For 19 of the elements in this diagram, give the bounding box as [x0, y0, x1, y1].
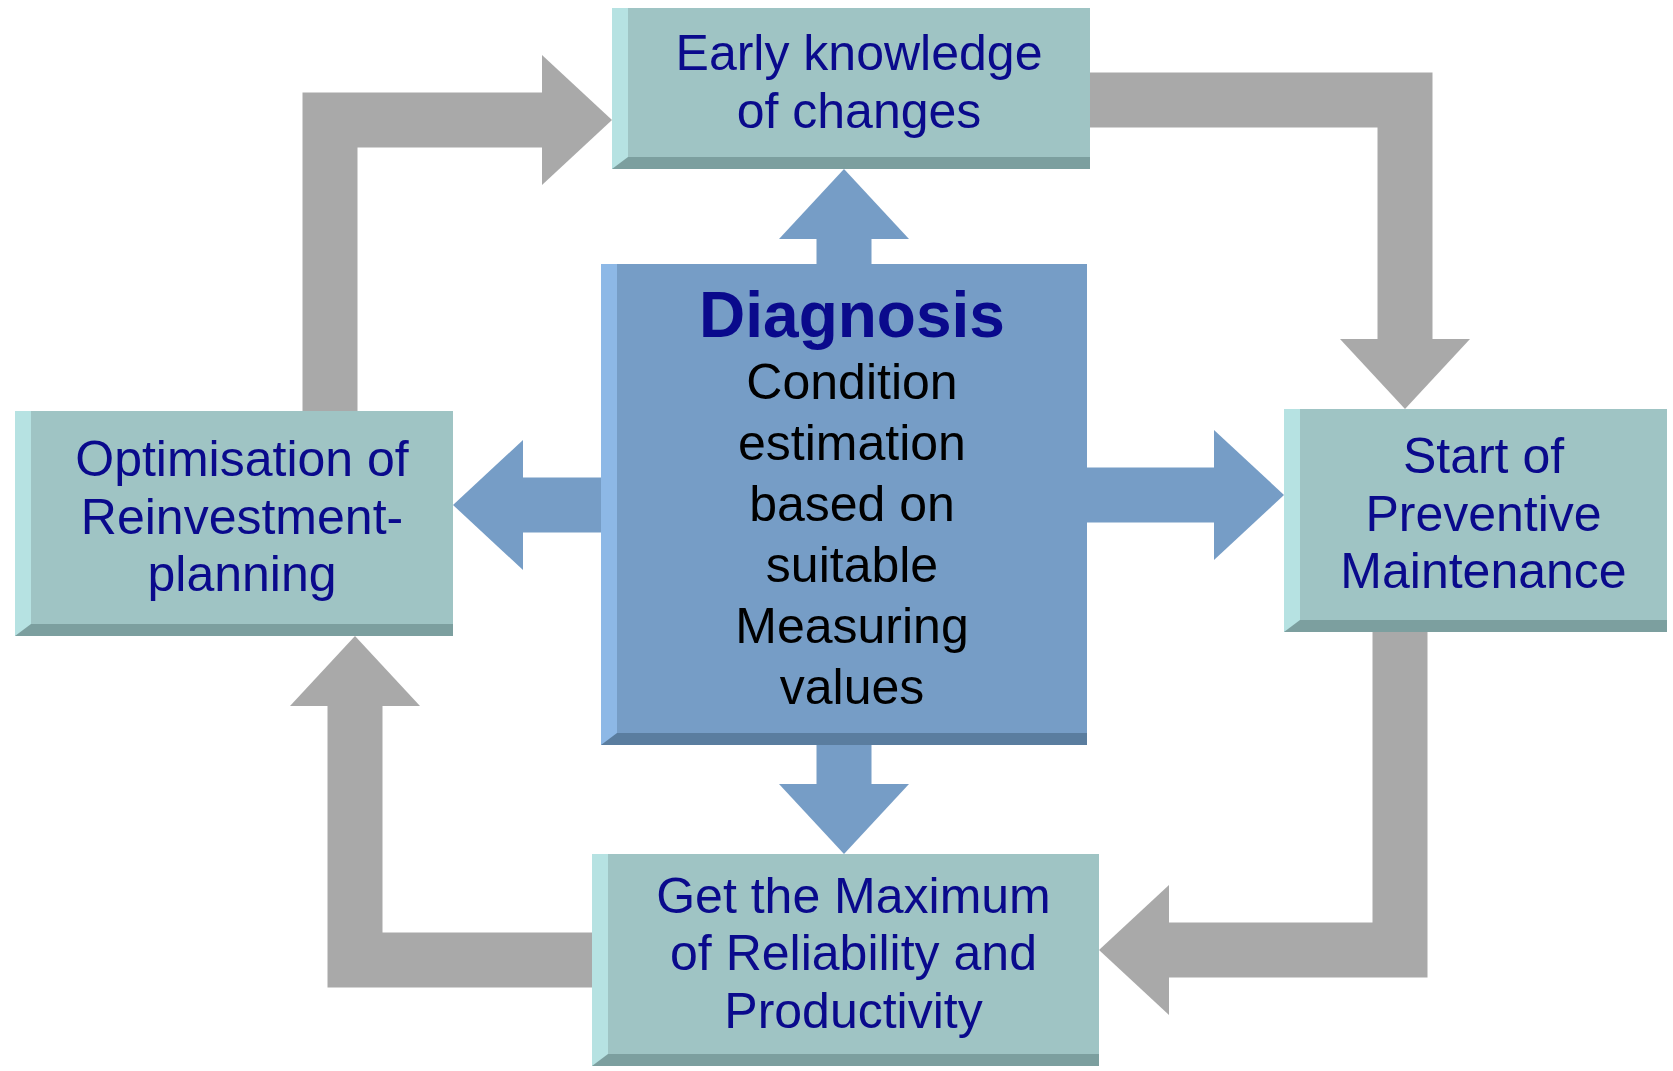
process-box: [592, 854, 1099, 1066]
block-arrow: [453, 440, 601, 570]
block-arrow: [1087, 430, 1284, 560]
block-arrow: [1090, 72, 1470, 409]
box-text: Condition estimation based on suitable Measuring values: [734, 353, 970, 718]
box-text: Optimisation of Reinvestment-planning: [74, 431, 410, 604]
process-box: [612, 8, 1090, 169]
box-text: Get the Maximum of Reliability and Productivity: [655, 867, 1052, 1041]
block-arrow: [1099, 632, 1428, 1015]
central-box: [601, 264, 1087, 745]
box-heading: Diagnosis: [699, 278, 1005, 353]
block-arrow: [779, 745, 909, 854]
process-box: [1284, 409, 1667, 632]
process-box: [15, 411, 453, 636]
block-arrow: [779, 169, 909, 264]
box-text: Early knowledge of changes: [674, 25, 1044, 140]
block-arrow: [290, 636, 592, 988]
box-text: Start of Preventive Maintenance: [1339, 428, 1628, 601]
block-arrow: [302, 55, 612, 411]
